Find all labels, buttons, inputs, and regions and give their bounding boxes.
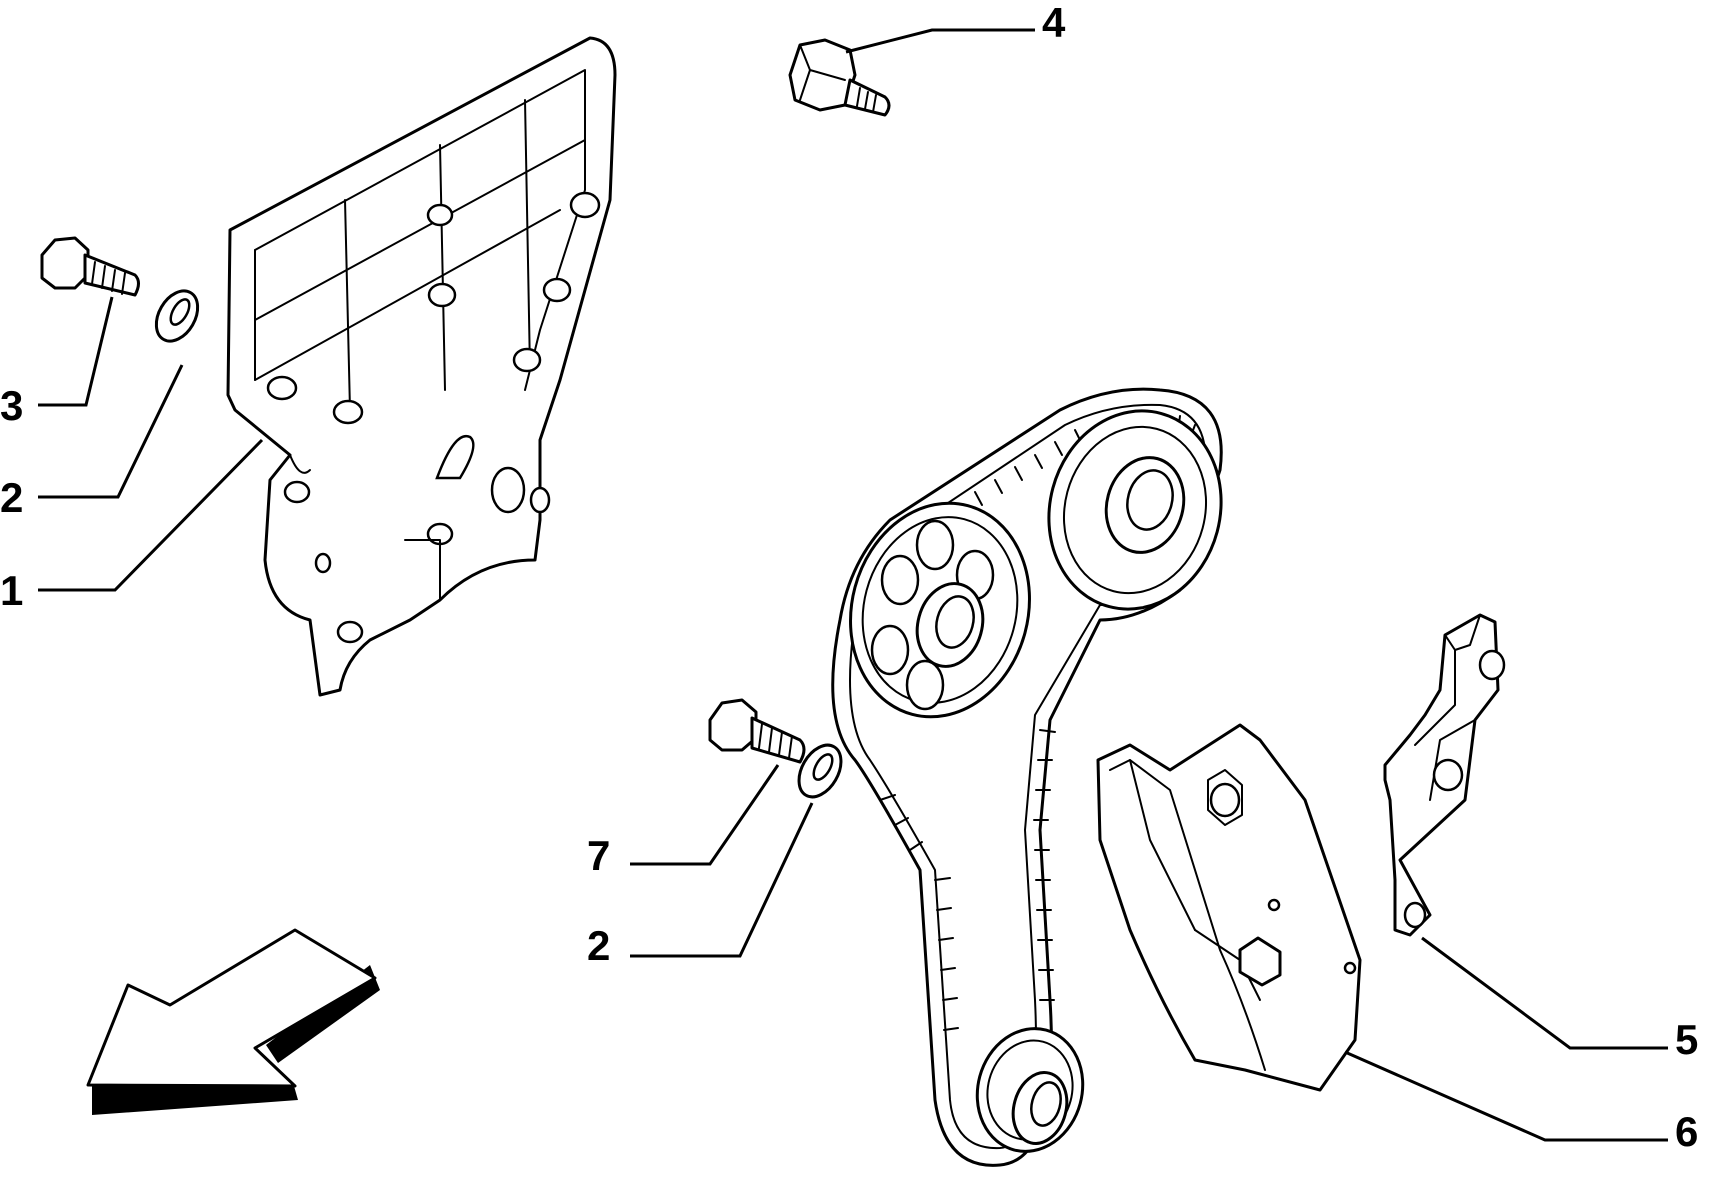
bolt-middle bbox=[708, 698, 806, 764]
stud-spacer bbox=[788, 38, 891, 117]
callout-7: 7 bbox=[587, 832, 610, 879]
direction-arrow-icon bbox=[86, 928, 380, 1115]
leader-line-6 bbox=[1344, 1050, 1668, 1142]
rear-timing-cover bbox=[226, 36, 617, 697]
callout-4: 4 bbox=[1042, 0, 1066, 46]
callout-1: 1 bbox=[0, 567, 23, 614]
callout-2-middle: 2 bbox=[587, 922, 610, 969]
callout-numbers: 1 2 3 4 2 7 5 6 bbox=[0, 0, 1698, 1155]
leader-line-2-upper bbox=[38, 364, 184, 499]
front-timing-cover bbox=[1096, 723, 1362, 1092]
bolt-upper bbox=[40, 236, 140, 297]
leader-line-5 bbox=[1421, 936, 1668, 1050]
callout-3: 3 bbox=[0, 382, 23, 429]
leader-lines bbox=[38, 28, 1668, 1142]
washer-upper bbox=[154, 289, 200, 343]
callout-6: 6 bbox=[1675, 1108, 1698, 1155]
leader-line-7 bbox=[630, 764, 780, 866]
mounting-bracket bbox=[1383, 613, 1506, 937]
timing-belt-assembly bbox=[831, 387, 1223, 1167]
leader-line-3 bbox=[38, 296, 114, 407]
callout-5: 5 bbox=[1675, 1016, 1698, 1063]
washer-middle bbox=[797, 743, 843, 799]
callout-2-upper: 2 bbox=[0, 474, 23, 521]
leader-line-1 bbox=[38, 438, 264, 592]
leader-line-2-middle bbox=[630, 802, 814, 958]
leader-line-4 bbox=[845, 28, 1035, 54]
